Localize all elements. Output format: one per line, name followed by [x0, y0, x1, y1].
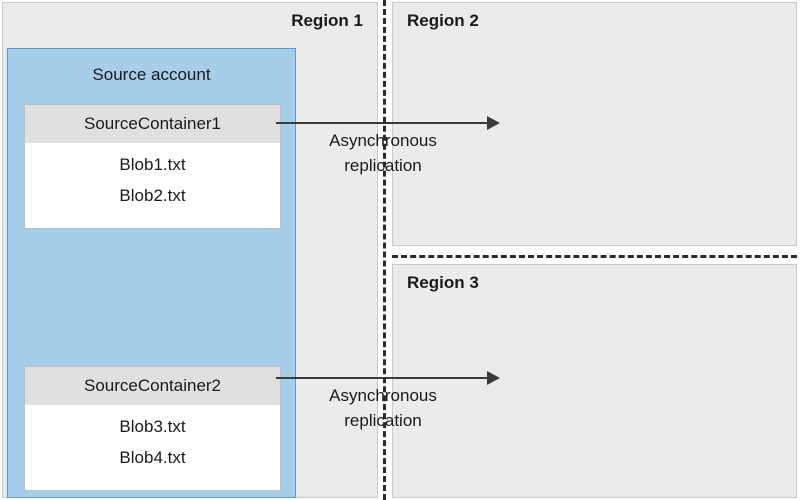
replication-arrow-head-2	[487, 371, 500, 385]
region-1-title: Region 1	[291, 11, 363, 30]
replication-arrow-head-1	[487, 116, 500, 130]
region-2-title: Region 2	[407, 11, 479, 30]
replication-label-line-1: Asynchronous	[329, 386, 437, 405]
replication-arrow-label-2: Asynchronous replication	[288, 383, 478, 433]
region-panel-1: Region 1 Source account SourceContainer1…	[2, 2, 378, 498]
blob-item: Blob3.txt	[119, 417, 186, 436]
region-divider-horizontal	[392, 255, 797, 258]
container-header-source-2: SourceContainer2	[25, 367, 280, 405]
blob-item: Blob4.txt	[119, 448, 186, 467]
container-header-source-1: SourceContainer1	[25, 105, 280, 143]
container-card-source-2: SourceContainer2 Blob3.txt Blob4.txt	[24, 366, 281, 491]
container-card-source-1: SourceContainer1 Blob1.txt Blob2.txt	[24, 104, 281, 229]
blob-item: Blob1.txt	[119, 155, 186, 174]
region-panel-3: Region 3 Destination account Destination…	[392, 264, 797, 498]
region-panel-2: Region 2 Destination account Destination…	[392, 2, 797, 246]
region-divider-vertical	[383, 0, 386, 500]
blob-list-source-1: Blob1.txt Blob2.txt	[25, 143, 280, 211]
blob-list-source-2: Blob3.txt Blob4.txt	[25, 405, 280, 473]
replication-label-line-1: Asynchronous	[329, 131, 437, 150]
source-account-label: Source account	[92, 65, 211, 84]
source-account-box: Source account SourceContainer1 Blob1.tx…	[7, 48, 296, 498]
region-3-title: Region 3	[407, 273, 479, 292]
blob-item: Blob2.txt	[119, 186, 186, 205]
